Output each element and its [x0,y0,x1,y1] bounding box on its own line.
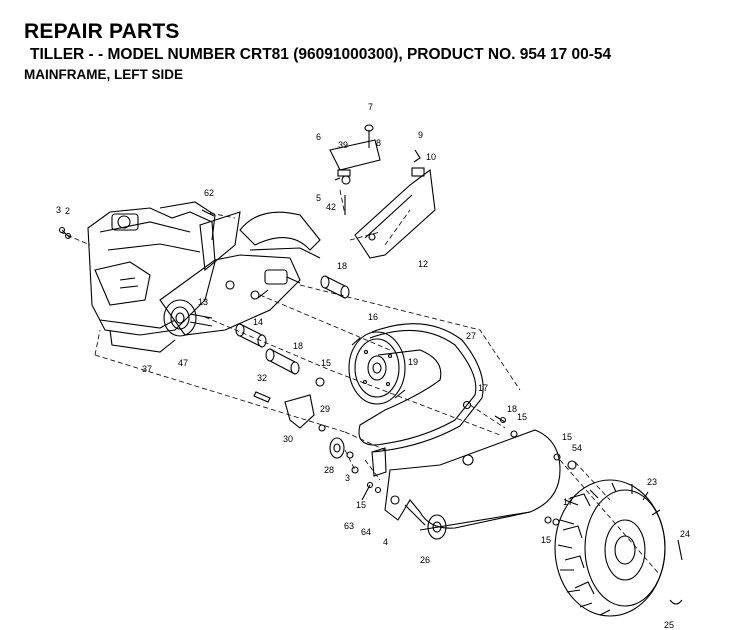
alignment-lines [59,189,661,576]
chain-case-drawing [384,429,561,540]
callout-label: 30 [283,434,293,444]
callout-label: 13 [198,297,208,307]
callout-label: 2 [65,206,70,216]
callout-label: 63 [344,521,354,531]
small-hardware-drawing [58,175,683,605]
callout-label: 12 [418,259,428,269]
callout-label: 27 [466,331,476,341]
callout-label: 3 [56,205,61,215]
mainframe-drawing [159,211,321,336]
callout-label: 7 [368,102,373,112]
callout-label: 16 [368,312,378,322]
callout-label: 47 [178,358,188,368]
callout-label: 17 [563,497,573,507]
callout-label: 26 [420,555,430,565]
callout-label: 32 [257,373,267,383]
callout-label: 6 [316,132,321,142]
callout-label: 37 [142,364,152,374]
callout-label: 14 [253,317,263,327]
callout-label: 64 [361,527,371,537]
callout-label: 15 [517,412,527,422]
shafts-drawing [235,275,350,375]
callout-label: 3 [345,473,350,483]
callout-label: 19 [408,357,418,367]
tire-drawing [554,479,666,617]
callout-label: 15 [356,500,366,510]
model-number-line: TILLER - - MODEL NUMBER CRT81 (960910003… [30,46,612,63]
callout-label: 29 [320,404,330,414]
callout-labels: 7 6 39 8 9 10 5 42 12 62 3 2 18 16 27 13… [56,102,690,630]
callout-label: 15 [321,358,331,368]
callout-label: 23 [647,477,657,487]
callout-label: 25 [664,620,674,630]
section-title: MAINFRAME, LEFT SIDE [24,67,183,82]
page-title: REPAIR PARTS [24,20,180,43]
callout-label: 18 [337,261,347,271]
large-pulley-drawing [348,331,406,405]
callout-label: 15 [541,535,551,545]
callout-label: 18 [293,341,303,351]
callout-label: 8 [376,138,381,148]
callout-label: 4 [383,537,388,547]
callout-label: 24 [680,529,690,539]
callout-label: 10 [426,152,436,162]
callout-label: 28 [324,465,334,475]
callout-label: 18 [507,404,517,414]
callout-label: 39 [338,140,348,150]
drive-belt-drawing [358,323,484,453]
engine-pulley-drawing [163,299,213,337]
engine-drawing [87,201,216,353]
callout-label: 9 [418,130,423,140]
callout-label: 62 [204,188,214,198]
callout-label: 5 [316,193,321,203]
callout-label: 17 [478,383,488,393]
callout-label: 54 [572,443,582,453]
callout-label: 42 [326,202,336,212]
callout-label: 15 [562,432,572,442]
